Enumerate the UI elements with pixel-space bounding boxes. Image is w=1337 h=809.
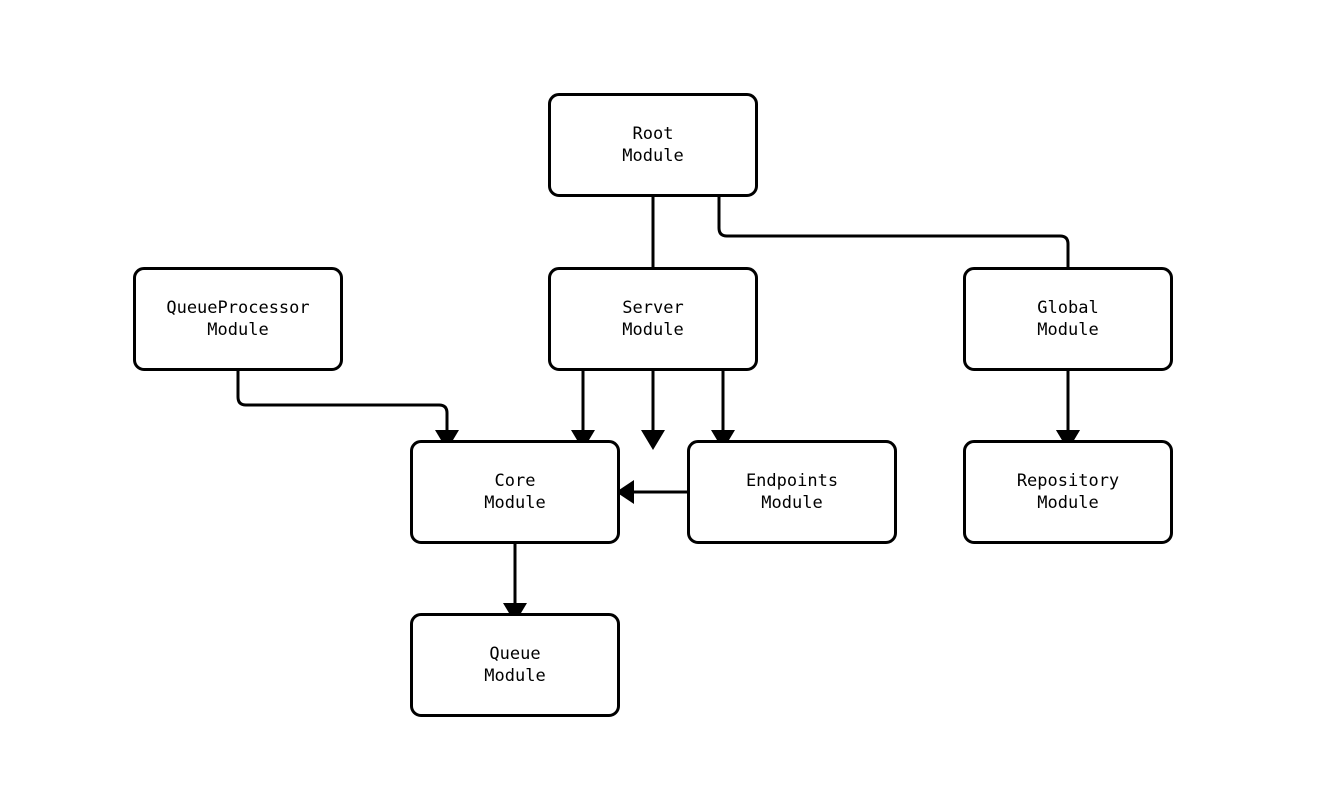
node-global-module-label-line2: Module	[1037, 320, 1099, 340]
edge-group-server-to-core	[571, 371, 595, 450]
node-queue-module[interactable]: Queue Module	[410, 613, 620, 717]
node-queueprocessor-module-label-line1: QueueProcessor	[166, 298, 310, 318]
node-core-module-label-line2: Module	[484, 493, 546, 513]
node-endpoints-module-label-line2: Module	[761, 493, 823, 513]
node-server-module-label-line2: Module	[622, 320, 684, 340]
node-queueprocessor-module-label-line2: Module	[207, 320, 269, 340]
edge-group-server-to-endpoints	[711, 371, 735, 450]
node-core-module[interactable]: Core Module	[410, 440, 620, 544]
node-endpoints-module-label-line1: Endpoints	[745, 471, 839, 491]
node-endpoints-module[interactable]: Endpoints Module	[687, 440, 897, 544]
node-global-module-label-line1: Global	[1037, 298, 1099, 318]
edge-queueprocessor-to-core	[236, 371, 449, 432]
node-server-module-label-line1: Server	[622, 298, 684, 318]
node-repository-module-label-line1: Repository	[1016, 471, 1120, 491]
edge-root-to-global	[717, 197, 1070, 432]
node-queueprocessor-module[interactable]: QueueProcessor Module	[133, 267, 343, 371]
node-root-module-label-line2: Module	[622, 146, 684, 166]
arrowhead-endpoints-to-core	[616, 480, 634, 504]
node-repository-module[interactable]: Repository Module	[963, 440, 1173, 544]
edge-group-global-to-repository	[1056, 371, 1080, 450]
edge-group-endpoints-to-core	[616, 480, 687, 504]
node-server-module[interactable]: Server Module	[548, 267, 758, 371]
node-global-module[interactable]: Global Module	[963, 267, 1173, 371]
arrowhead-root-to-server	[641, 430, 665, 450]
node-root-module-label-line1: Root	[632, 124, 674, 144]
node-core-module-label-line1: Core	[494, 471, 536, 491]
node-queue-module-label-line2: Module	[484, 666, 546, 686]
node-repository-module-label-line2: Module	[1037, 493, 1099, 513]
edge-group-queueprocessor-to-core	[236, 371, 459, 450]
node-queue-module-label-line1: Queue	[489, 644, 541, 664]
edge-group-core-to-queue	[503, 544, 527, 623]
node-root-module[interactable]: Root Module	[548, 93, 758, 197]
